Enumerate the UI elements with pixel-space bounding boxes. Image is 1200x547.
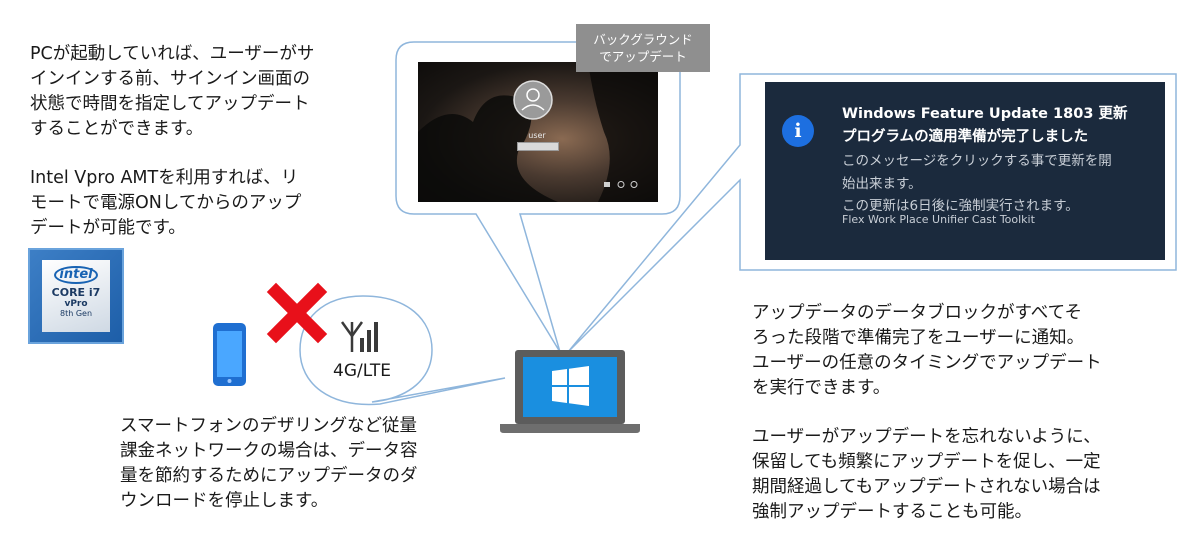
intel-gen-label: 8th Gen (59, 309, 93, 318)
background-update-badge: バックグラウンド でアップデート (576, 24, 710, 72)
ready-notification-description: アップデータのデータブロックがすべてそ ろった段階で準備完了をユーザーに通知。 … (752, 303, 1102, 398)
laptop-icon (500, 350, 640, 433)
lock-screen-art (418, 62, 658, 202)
ease-of-access-icon (617, 181, 625, 188)
intel-core-i7-vpro-badge: intel CORE i7 vPro 8th Gen (28, 248, 124, 344)
blocked-cross-icon (266, 282, 328, 344)
signal-antenna-icon (340, 321, 378, 352)
metered-network-description: スマートフォンのデザリングなど従量 課金ネットワークの場合は、データ容 量を節約… (120, 416, 418, 511)
intel-vpro-label: vPro (64, 299, 88, 309)
toast-source: Flex Work Place Unifier Cast Toolkit (842, 213, 1035, 226)
windows-lock-screen (418, 62, 658, 202)
user-avatar (513, 80, 553, 120)
info-icon: i (782, 115, 814, 147)
intel-badge-face: intel CORE i7 vPro 8th Gen (42, 260, 110, 332)
intel-logo: intel (54, 266, 98, 284)
network-type-label: 4G/LTE (333, 361, 391, 381)
lock-screen-username: user (528, 131, 546, 140)
toast-title: Windows Feature Update 1803 更新 プログラムの適用準… (842, 106, 1128, 145)
update-toast-notification[interactable] (765, 82, 1165, 260)
password-field[interactable] (517, 142, 559, 151)
smartphone-icon (213, 323, 246, 386)
forced-update-description: ユーザーがアップデートを忘れないように、 保留しても頻繁にアップデートを促し、一… (752, 427, 1101, 522)
intel-core-label: CORE i7 (51, 286, 101, 299)
toast-body: このメッセージをクリックする事で更新を開 始出来ます。 この更新は6日後に強制実… (842, 153, 1112, 214)
network-status-icon (604, 182, 610, 187)
sign-in-update-description: PCが起動していれば、ユーザーがサ インインする前、サインイン画面の 状態で時間… (30, 44, 315, 139)
network-callout (299, 295, 506, 406)
power-icon (630, 181, 638, 188)
vpro-amt-description: Intel Vpro AMTを利用すれば、リ モートで電源ONしてからのアップ … (30, 168, 302, 238)
